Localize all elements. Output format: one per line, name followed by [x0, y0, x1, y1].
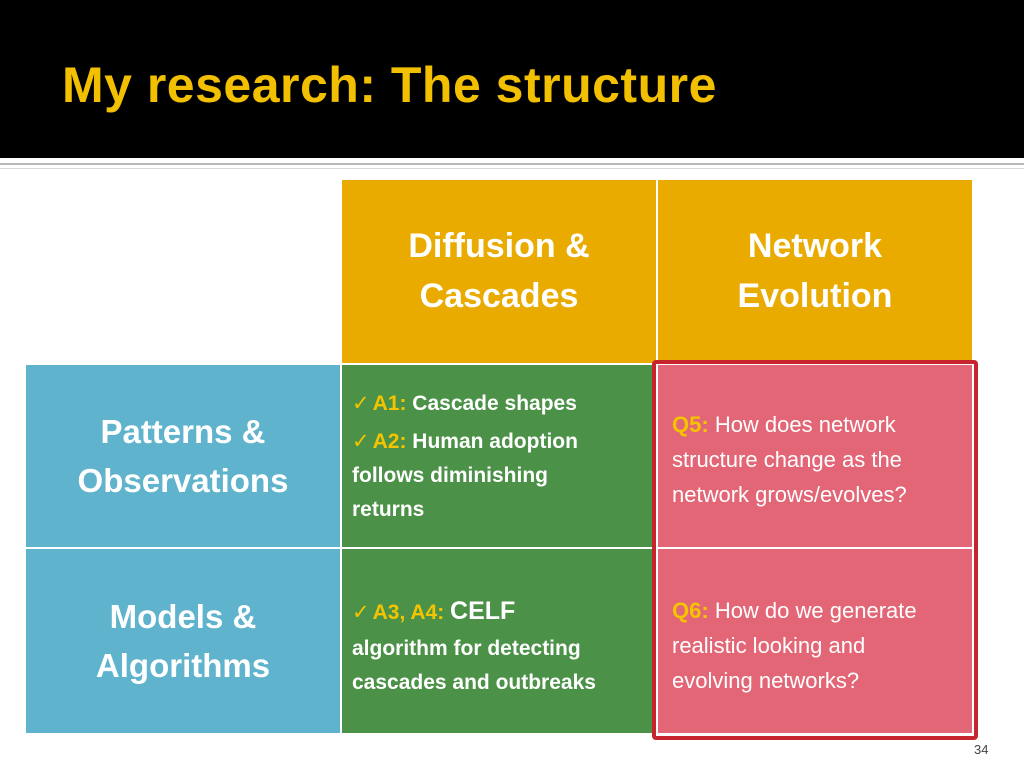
cell-models-diffusion: ✓A3, A4: CELF algorithm for detecting ca…	[342, 549, 656, 733]
row-header-line: Patterns &	[100, 412, 266, 450]
answer-text: CELF	[450, 597, 516, 625]
question-q6: Q6: How do we generate	[672, 593, 962, 628]
column-header-line: Cascades	[419, 276, 579, 315]
question-text-line: structure change as the	[672, 447, 902, 473]
column-header-evolution: Network Evolution	[658, 180, 972, 363]
question-label: Q5:	[672, 412, 709, 437]
answer-text-line: cascades and outbreaks	[352, 670, 596, 694]
title-bar: My research: The structure	[0, 0, 1024, 158]
answer-text-line: follows diminishing	[352, 464, 548, 488]
question-label: Q6:	[672, 598, 709, 623]
answer-a2: ✓A2: Human adoption	[352, 425, 648, 459]
row-header-patterns: Patterns & Observations	[26, 365, 340, 547]
question-q5: Q5: How does network	[672, 407, 962, 442]
cell-patterns-evolution: Q5: How does network structure change as…	[658, 365, 972, 547]
highlight-frame	[652, 360, 978, 740]
answer-label: A2:	[372, 430, 407, 454]
answer-label: A1:	[372, 392, 407, 415]
column-header-line: Network	[747, 227, 883, 266]
answer-label: A3, A4:	[372, 601, 445, 624]
page-number: 34	[974, 742, 989, 757]
checkmark-icon: ✓	[352, 601, 370, 624]
answer-a1: ✓A1: Cascade shapes	[352, 387, 648, 421]
answer-text: Human adoption	[412, 430, 578, 454]
question-text: How does network	[714, 412, 896, 437]
column-header-line: Evolution	[737, 276, 893, 315]
row-header-models: Models & Algorithms	[26, 549, 340, 733]
row-header-line: Observations	[77, 462, 289, 499]
answer-text-line: algorithm for detecting	[352, 636, 581, 660]
column-header-diffusion: Diffusion & Cascades	[342, 180, 656, 363]
slide-title: My research: The structure	[62, 57, 717, 113]
question-text-line: realistic looking and	[672, 633, 866, 659]
checkmark-icon: ✓	[352, 430, 370, 454]
column-header-line: Diffusion &	[408, 227, 590, 266]
divider-line-thin	[0, 168, 1024, 169]
checkmark-icon: ✓	[352, 392, 370, 415]
question-text-line: network grows/evolves?	[672, 482, 907, 508]
answer-a3-a4: ✓A3, A4: CELF	[352, 591, 648, 632]
answer-text-line: returns	[352, 498, 425, 522]
question-text: How do we generate	[714, 598, 917, 623]
cell-patterns-diffusion: ✓A1: Cascade shapes ✓A2: Human adoption …	[342, 365, 656, 547]
row-header-line: Algorithms	[95, 647, 271, 684]
question-text-line: evolving networks?	[672, 668, 860, 694]
divider-line	[0, 163, 1024, 165]
row-header-line: Models &	[109, 597, 257, 635]
cell-models-evolution: Q6: How do we generate realistic looking…	[658, 549, 972, 733]
answer-text: Cascade shapes	[412, 392, 577, 415]
